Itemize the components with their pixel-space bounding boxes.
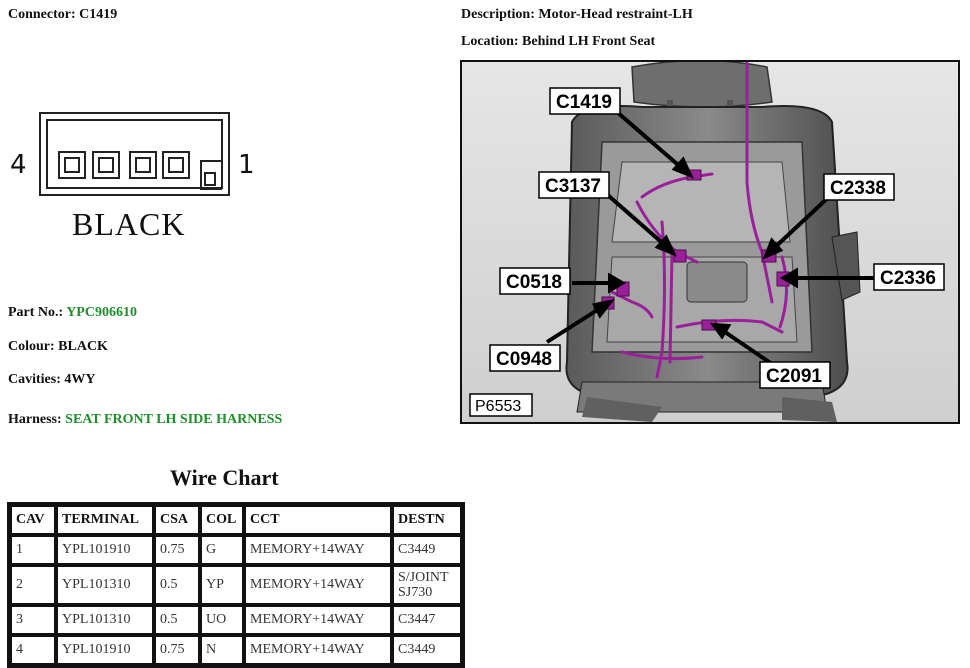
callout-c1419[interactable]: C1419 [556,92,612,113]
callout-c2336[interactable]: C2336 [880,268,936,289]
harness-value[interactable]: SEAT FRONT LH SIDE HARNESS [65,412,283,427]
harness-label: Harness: [8,412,62,427]
header-col: COL [200,505,244,535]
cell-col: G [200,535,244,565]
callout-c0948[interactable]: C0948 [496,349,552,370]
cavity-4 [58,151,86,179]
pin-number-left: 4 [10,150,27,180]
table-header-row: CAV TERMINAL CSA COL CCT DESTN [10,505,462,535]
description-label: Description: Motor-Head restraint-LH [461,7,693,22]
cell-csa: 0.5 [154,605,200,635]
cell-col: N [200,635,244,665]
connector-outline [39,112,230,196]
cell-cct: MEMORY+14WAY [244,535,392,565]
table-row: 2 YPL101310 0.5 YP MEMORY+14WAY S/JOINT … [10,565,462,605]
location-label: Location: Behind LH Front Seat [461,34,656,49]
pin-number-right: 1 [238,150,255,180]
cell-csa: 0.75 [154,535,200,565]
connector-colour-text: BLACK [72,206,186,242]
cell-cct: MEMORY+14WAY [244,605,392,635]
seat-illustration: C1419 C3137 C2338 C0518 C2336 C0948 C209… [462,62,958,422]
cavity-2 [129,151,157,179]
colour-label: Colour: BLACK [8,339,108,354]
harness: Harness: SEAT FRONT LH SIDE HARNESS [8,412,282,428]
photo-id-label: P6553 [475,398,521,415]
table-row: 4 YPL101910 0.75 N MEMORY+14WAY C3449 [10,635,462,665]
cavities-label: Cavities: 4WY [8,372,96,387]
cell-csa: 0.75 [154,635,200,665]
part-no-label: Part No.: [8,305,64,320]
cell-cct: MEMORY+14WAY [244,635,392,665]
callout-labels: C1419 C3137 C2338 C0518 C2336 C0948 C209… [489,87,945,389]
header-cct: CCT [244,505,392,535]
location-photo: C1419 C3137 C2338 C0518 C2336 C0948 C209… [460,60,960,424]
cavity-3 [92,151,120,179]
wire-chart-table: CAV TERMINAL CSA COL CCT DESTN 1 YPL1019… [7,502,465,668]
connector-key [200,160,222,190]
header-cav: CAV [10,505,56,535]
cell-destn: C3449 [392,635,462,665]
cell-col: UO [200,605,244,635]
cavity-1 [162,151,190,179]
header-destn: DESTN [392,505,462,535]
header-terminal: TERMINAL [56,505,154,535]
callout-arrows [545,110,874,366]
callout-c0518[interactable]: C0518 [506,272,562,293]
callout-c2091[interactable]: C2091 [766,366,822,387]
cell-cav: 2 [10,565,56,605]
cell-cav: 4 [10,635,56,665]
table-row: 3 YPL101310 0.5 UO MEMORY+14WAY C3447 [10,605,462,635]
headrest-shape [631,62,773,108]
cell-destn: C3447 [392,605,462,635]
part-no: Part No.: YPC906610 [8,305,137,321]
cell-terminal: YPL101310 [56,605,154,635]
table-row: 1 YPL101910 0.75 G MEMORY+14WAY C3449 [10,535,462,565]
cell-destn: C3449 [392,535,462,565]
cell-csa: 0.5 [154,565,200,605]
cell-destn: S/JOINT SJ730 [392,565,462,605]
connector-label: Connector: C1419 [8,7,118,22]
cell-cav: 1 [10,535,56,565]
cell-col: YP [200,565,244,605]
cell-terminal: YPL101910 [56,635,154,665]
cell-cct: MEMORY+14WAY [244,565,392,605]
callout-c3137[interactable]: C3137 [545,176,601,197]
cell-terminal: YPL101910 [56,535,154,565]
part-no-value[interactable]: YPC906610 [66,305,137,320]
cell-terminal: YPL101310 [56,565,154,605]
wire-chart-title: Wire Chart [170,465,279,490]
connector-body [46,119,223,189]
header-csa: CSA [154,505,200,535]
cell-cav: 3 [10,605,56,635]
callout-c2338[interactable]: C2338 [830,178,886,199]
